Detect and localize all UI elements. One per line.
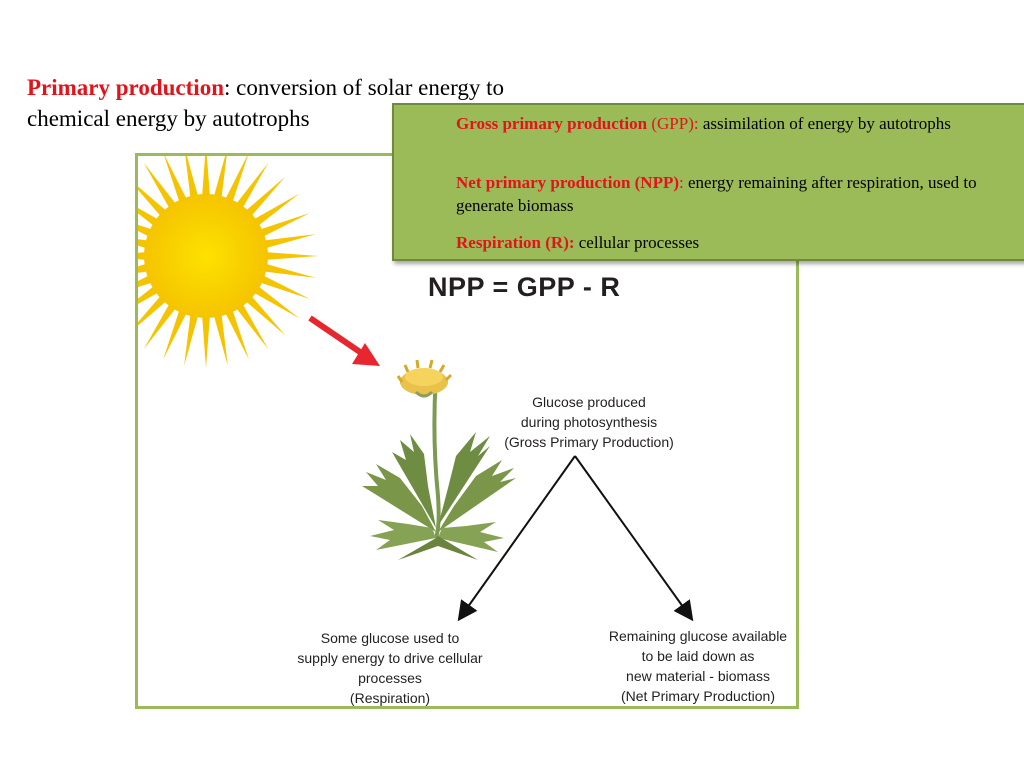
sun-ray: [263, 251, 318, 261]
sun-ray: [163, 307, 188, 360]
sun-ray: [164, 156, 188, 205]
respiration-text: cellular processes: [574, 233, 700, 252]
sun-ray: [143, 162, 178, 211]
gpp-text: assimilation of energy by autotrophs: [702, 114, 951, 133]
sun-ray: [213, 156, 227, 201]
respiration-term: Respiration (R):: [456, 233, 575, 252]
npp-term: Net primary production (NPP): [456, 173, 680, 192]
sun-ray: [138, 186, 168, 218]
definitions-box: Gross primary production (GPP): assimila…: [392, 103, 1024, 261]
respiration-definition: Respiration (R): cellular processes: [456, 231, 1024, 254]
dandelion-icon: [362, 359, 516, 560]
heading-definition-line1: : conversion of solar energy to: [223, 75, 504, 100]
sun-ray: [224, 156, 248, 205]
npp-abbr: :: [679, 173, 689, 192]
sun-ray: [244, 176, 286, 218]
npp-definition: Net primary production (NPP): energy rem…: [456, 171, 1024, 217]
heading-definition-line2: chemical energy by autotrophs: [27, 106, 310, 131]
sun-ray: [257, 213, 310, 238]
slide-heading: Primary production: conversion of solar …: [27, 72, 647, 134]
red-arrow-icon: [308, 315, 380, 366]
sun-ray: [261, 234, 316, 249]
npp-caption: Remaining glucose available to be laid d…: [608, 628, 788, 704]
gpp-caption: Glucose produced during photosynthesis (…: [504, 394, 674, 450]
npp-text: energy remaining after respiration, used…: [456, 173, 977, 215]
sun-ray: [138, 294, 168, 326]
sun-ray: [251, 284, 300, 319]
sun-ray: [261, 263, 316, 278]
sun-ray: [234, 301, 269, 350]
flow-arrows: [457, 455, 694, 622]
dandelion-flower-icon: [396, 359, 453, 398]
sun-ray: [234, 162, 269, 211]
respiration-caption: Some glucose used to supply energy to dr…: [297, 630, 483, 706]
sun-ray: [143, 301, 178, 350]
gpp-abbr: (GPP):: [647, 114, 703, 133]
sun-ray: [244, 294, 286, 336]
npp-equation: NPP = GPP - R: [428, 272, 621, 302]
gpp-definition: Gross primary production (GPP): assimila…: [456, 112, 1024, 135]
sun-ray: [201, 156, 211, 199]
sun-ray: [185, 156, 199, 201]
sun-ray: [251, 193, 300, 228]
sun-ray: [257, 274, 310, 299]
sun-ray: [224, 307, 249, 360]
gpp-term: Gross primary production: [456, 114, 648, 133]
sun-ray: [201, 313, 211, 368]
sun-icon: [138, 156, 318, 368]
diagram-graphics: [138, 156, 694, 622]
heading-term: Primary production: [27, 75, 224, 100]
sun-ray: [184, 311, 199, 366]
sun-ray: [213, 311, 228, 366]
